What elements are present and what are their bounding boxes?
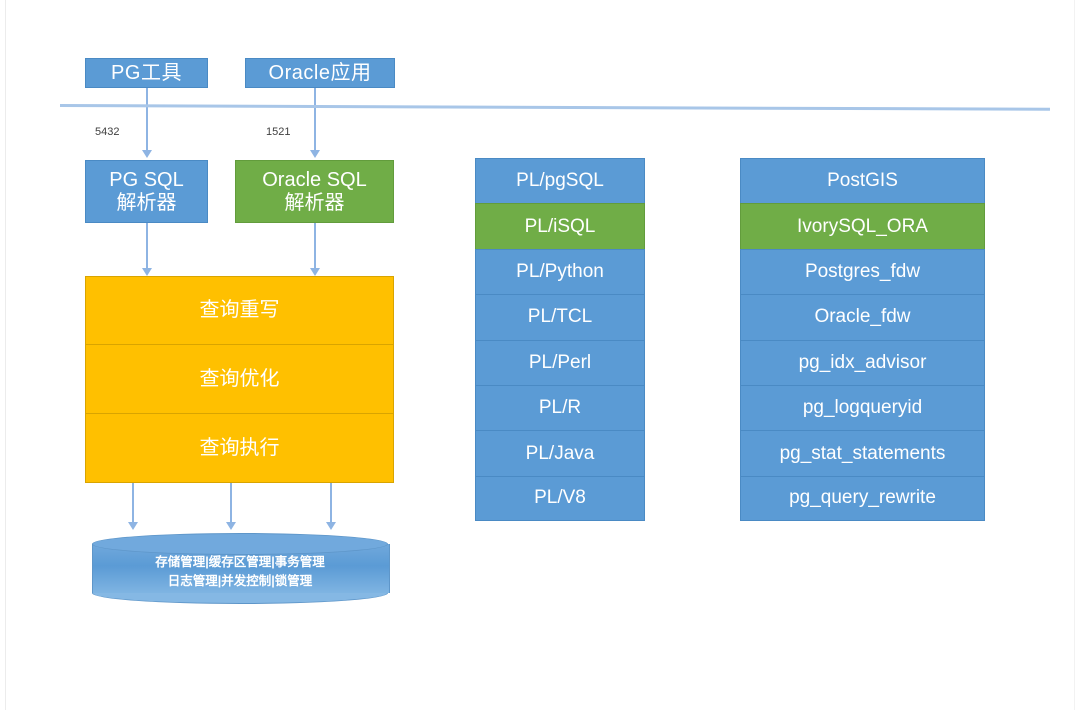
pl-languages-list: PL/pgSQL PL/iSQL PL/Python PL/TCL PL/Per…	[475, 158, 645, 522]
connector-oracle-app-to-parser	[314, 88, 316, 150]
extension-label: IvorySQL_ORA	[797, 215, 928, 237]
list-item[interactable]: PL/pgSQL	[475, 158, 645, 204]
storage-engine-text: 存储管理|缓存区管理|事务管理 日志管理|并发控制|锁管理	[92, 553, 388, 591]
arrowhead-stack-from-pg-parser	[142, 268, 152, 276]
oracle-sql-parser-line2: 解析器	[284, 191, 345, 214]
list-item[interactable]: pg_logqueryid	[740, 384, 985, 431]
list-item[interactable]: PL/Java	[475, 430, 645, 476]
connector-pg-tools-to-parser	[146, 88, 148, 150]
list-item[interactable]: PL/TCL	[475, 294, 645, 340]
query-execute-label: 查询执行	[199, 436, 280, 459]
arrowhead-storage-2	[226, 522, 236, 530]
query-rewrite-box: 查询重写	[85, 276, 394, 345]
list-item[interactable]: PL/Perl	[475, 339, 645, 385]
list-item[interactable]: pg_idx_advisor	[740, 339, 985, 385]
pl-label: PL/Java	[525, 442, 595, 464]
arrowhead-oracle-parser	[310, 150, 320, 158]
extension-label: pg_stat_statements	[779, 442, 946, 464]
pl-label: PL/Python	[516, 260, 604, 282]
pg-sql-parser-box: PG SQL 解析器	[85, 160, 208, 223]
storage-engine-line1: 存储管理|缓存区管理|事务管理	[155, 555, 325, 569]
list-item[interactable]: PL/V8	[475, 475, 645, 522]
extension-label: PostGIS	[827, 170, 898, 192]
connector-stack-to-storage-1	[132, 483, 134, 522]
list-item[interactable]: Postgres_fdw	[740, 248, 985, 295]
oracle-sql-parser-line1: Oracle SQL	[262, 168, 367, 191]
pg-sql-parser-line2: 解析器	[116, 191, 177, 214]
query-optimize-box: 查询优化	[85, 345, 394, 414]
connector-oracle-parser-to-stack	[314, 223, 316, 268]
list-item[interactable]: IvorySQL_ORA	[740, 203, 985, 249]
oracle-sql-parser-box: Oracle SQL 解析器	[235, 160, 394, 223]
pg-sql-parser-line1: PG SQL	[109, 168, 184, 191]
arrowhead-storage-1	[128, 522, 138, 530]
pg-port-label: 5432	[95, 126, 120, 138]
extension-label: pg_idx_advisor	[798, 351, 927, 373]
storage-engine-line2: 日志管理|并发控制|锁管理	[167, 573, 313, 588]
query-execute-box: 查询执行	[85, 414, 394, 483]
pl-label: PL/V8	[534, 487, 586, 509]
list-item[interactable]: Oracle_fdw	[740, 294, 985, 340]
list-item[interactable]: pg_query_rewrite	[740, 475, 985, 522]
oracle-app-box: Oracle应用	[245, 58, 395, 88]
list-item[interactable]: PL/Python	[475, 248, 645, 295]
pg-tools-box: PG工具	[85, 58, 208, 88]
pg-tools-label: PG工具	[111, 61, 182, 84]
storage-engine-cylinder: 存储管理|缓存区管理|事务管理 日志管理|并发控制|锁管理	[92, 533, 390, 604]
oracle-app-label: Oracle应用	[268, 61, 372, 84]
query-rewrite-label: 查询重写	[199, 299, 280, 321]
pl-label: PL/pgSQL	[516, 170, 604, 192]
list-item[interactable]: PostGIS	[740, 158, 985, 204]
page-border-right	[1074, 0, 1075, 710]
cylinder-top-ellipse	[92, 533, 388, 555]
arrowhead-pg-parser	[142, 150, 152, 158]
pl-label: PL/iSQL	[524, 215, 596, 237]
page-border-left	[5, 0, 6, 710]
list-item[interactable]: pg_stat_statements	[740, 430, 985, 476]
extension-label: pg_query_rewrite	[789, 487, 936, 509]
arrowhead-storage-3	[326, 522, 336, 530]
extension-label: pg_logqueryid	[802, 397, 923, 419]
oracle-port-label: 1521	[266, 126, 291, 138]
query-optimize-label: 查询优化	[199, 367, 280, 390]
pl-label: PL/R	[538, 397, 582, 419]
extension-label: Oracle_fdw	[814, 306, 911, 328]
client-server-boundary-line	[59, 104, 1050, 111]
extension-label: Postgres_fdw	[804, 260, 921, 282]
pl-label: PL/Perl	[528, 351, 592, 373]
list-item[interactable]: PL/iSQL	[475, 203, 645, 249]
connector-stack-to-storage-2	[230, 483, 232, 522]
connector-pg-parser-to-stack	[146, 223, 148, 268]
pl-label: PL/TCL	[527, 306, 593, 328]
list-item[interactable]: PL/R	[475, 384, 645, 431]
extensions-list: PostGIS IvorySQL_ORA Postgres_fdw Oracle…	[740, 158, 985, 522]
connector-stack-to-storage-3	[330, 483, 332, 522]
arrowhead-stack-from-oracle-parser	[310, 268, 320, 276]
